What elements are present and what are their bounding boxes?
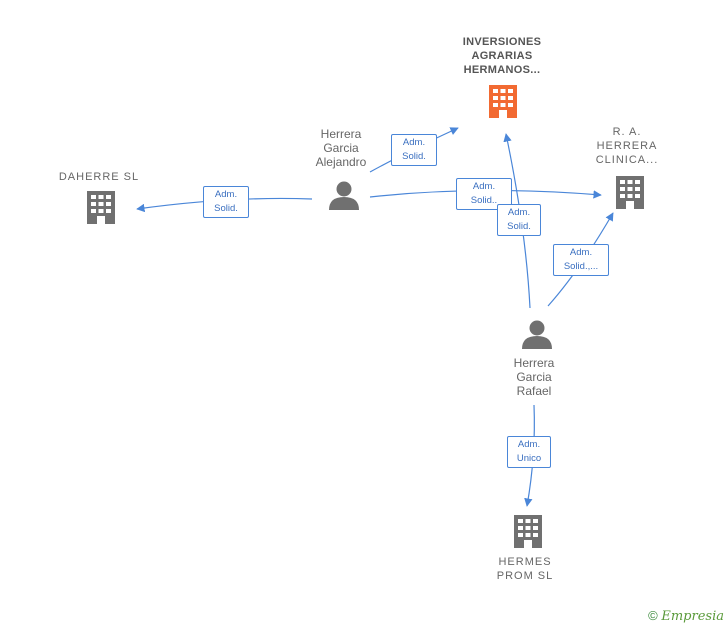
relation-line: Solid. xyxy=(507,221,531,232)
relation-box[interactable]: Adm. Solid.,... xyxy=(553,244,609,276)
label-line: HERMANOS... xyxy=(463,64,541,76)
label-line: Rafael xyxy=(516,384,552,398)
label-line: Herrera xyxy=(513,356,555,370)
label-line: Garcia xyxy=(516,370,552,384)
person-icon[interactable] xyxy=(329,181,359,211)
relation-line: Solid.. xyxy=(470,195,498,206)
brand-logo[interactable]: Empresia xyxy=(661,609,724,624)
node-label-alejandro[interactable]: Herrera Garcia Alejandro xyxy=(276,127,406,169)
label-line: CLINICA... xyxy=(595,154,659,166)
copyright-icon: © xyxy=(648,608,658,623)
copyright-notice: © Empresia xyxy=(648,608,724,624)
label-line: Herrera xyxy=(320,127,362,141)
relation-line: Adm. xyxy=(214,189,238,200)
label-line: HERRERA xyxy=(596,140,658,152)
label-line: Garcia xyxy=(323,141,359,155)
relation-line: Solid. xyxy=(214,203,238,214)
label-line: Alejandro xyxy=(315,155,367,169)
relation-line: Solid.,... xyxy=(563,261,599,272)
relation-box[interactable]: Adm. Solid.. xyxy=(456,178,512,210)
node-label-daherre[interactable]: DAHERRE SL xyxy=(34,170,164,184)
node-label-rafael[interactable]: Herrera Garcia Rafael xyxy=(469,356,599,398)
node-label-inversiones[interactable]: INVERSIONES AGRARIAS HERMANOS... xyxy=(437,35,567,77)
building-icon[interactable] xyxy=(616,176,644,209)
relation-line: Adm. xyxy=(472,181,496,192)
building-icon[interactable] xyxy=(489,85,517,118)
relation-box[interactable]: Adm. Unico xyxy=(507,436,551,468)
person-icon[interactable] xyxy=(522,320,552,350)
relation-line: Adm. xyxy=(569,247,593,258)
label-line: INVERSIONES xyxy=(462,36,542,48)
relation-line: Unico xyxy=(516,453,542,464)
label-line: R. A. xyxy=(612,126,642,138)
relation-box[interactable]: Adm. Solid. xyxy=(497,204,541,236)
relation-line: Solid. xyxy=(402,151,426,162)
relation-line: Adm. xyxy=(517,439,541,450)
node-label-hermes[interactable]: HERMES PROM SL xyxy=(460,555,590,583)
label-line: PROM SL xyxy=(496,570,554,582)
label-line: AGRARIAS xyxy=(471,50,533,62)
relation-box[interactable]: Adm. Solid. xyxy=(203,186,249,218)
label-line: DAHERRE SL xyxy=(58,171,140,183)
relation-line: Adm. xyxy=(402,137,426,148)
relation-line: Adm. xyxy=(507,207,531,218)
label-line: HERMES xyxy=(498,556,552,568)
relation-box[interactable]: Adm. Solid. xyxy=(391,134,437,166)
node-label-ra-herrera[interactable]: R. A. HERRERA CLINICA... xyxy=(562,125,692,167)
building-icon[interactable] xyxy=(87,191,115,224)
building-icon[interactable] xyxy=(514,515,542,548)
